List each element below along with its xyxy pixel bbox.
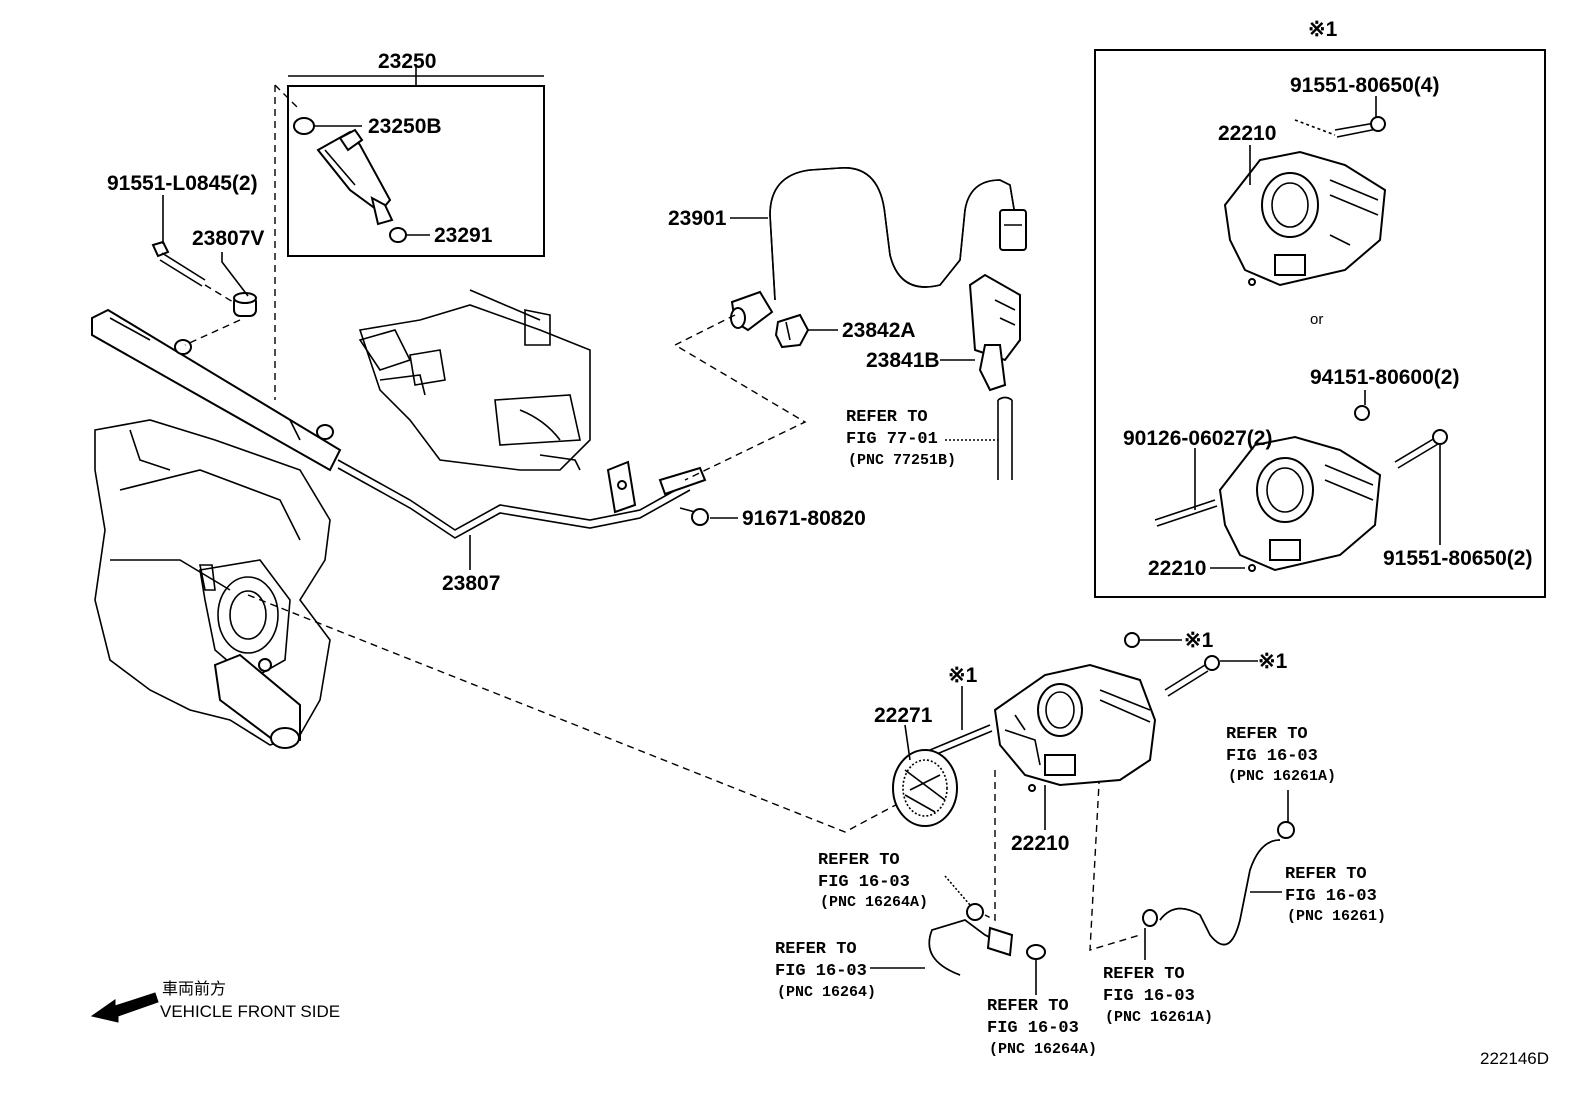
label-inset-lower-bolt[interactable]: 91551-80650(2) xyxy=(1383,547,1532,570)
svg-text:FIG 16-03: FIG 16-03 xyxy=(818,873,910,892)
svg-text:REFER TO: REFER TO xyxy=(1226,725,1308,744)
label-injector-group[interactable]: 23250 xyxy=(378,50,436,73)
label-23250B[interactable]: 23250B xyxy=(368,115,442,138)
svg-text:FIG 16-03: FIG 16-03 xyxy=(1285,887,1377,906)
label-pipe[interactable]: 23807 xyxy=(442,572,500,595)
inset-marker: ※1 xyxy=(1308,18,1338,41)
svg-text:(PNC 16264): (PNC 16264) xyxy=(777,984,876,1001)
svg-text:REFER TO: REFER TO xyxy=(818,851,900,870)
label-inset-stud[interactable]: 90126-06027(2) xyxy=(1123,427,1272,450)
hose-23901-drawing xyxy=(730,167,1027,332)
fuel-rail-drawing xyxy=(91,308,707,539)
front-direction-arrow xyxy=(90,992,159,1023)
direction-label-en: VEHICLE FRONT SIDE xyxy=(160,1002,340,1021)
throttle-inset-box xyxy=(1094,49,1546,598)
ref-16261[interactable]: REFER TO FIG 16-03 (PNC 16261) xyxy=(1285,865,1386,925)
ref-16261A-upper[interactable]: REFER TO FIG 16-03 (PNC 16261A) xyxy=(1226,725,1336,785)
svg-text:FIG 16-03: FIG 16-03 xyxy=(775,962,867,981)
svg-text:(PNC 16261A): (PNC 16261A) xyxy=(1228,768,1336,785)
svg-text:(PNC 16261): (PNC 16261) xyxy=(1287,908,1386,925)
marker-nut: ※1 xyxy=(1184,629,1214,652)
svg-text:FIG 16-03: FIG 16-03 xyxy=(987,1019,1079,1038)
diagram-code: 222146D xyxy=(1480,1049,1549,1068)
clip-23842A-drawing xyxy=(774,313,810,349)
label-bolt-pipe[interactable]: 91671-80820 xyxy=(742,507,866,530)
lower-hose-16261-drawing xyxy=(1142,821,1295,946)
marker-bolt: ※1 xyxy=(1258,650,1288,673)
marker-stud: ※1 xyxy=(948,664,978,687)
ref-16264A-upper[interactable]: REFER TO FIG 16-03 (PNC 16264A) xyxy=(818,851,928,911)
svg-text:(PNC 77251B): (PNC 77251B) xyxy=(848,452,956,469)
label-hose[interactable]: 23901 xyxy=(668,207,727,230)
bolt-91671-80820-drawing xyxy=(679,507,709,526)
svg-text:FIG 77-01: FIG 77-01 xyxy=(846,430,938,449)
label-inset-upper-body[interactable]: 22210 xyxy=(1218,122,1276,145)
label-bolt-rail[interactable]: 91551-L0845(2) xyxy=(107,172,258,195)
ref-16261A-lower[interactable]: REFER TO FIG 16-03 (PNC 16261A) xyxy=(1103,965,1213,1026)
ref-fig-77-01[interactable]: REFER TO FIG 77-01 (PNC 77251B) xyxy=(846,408,956,469)
label-gasket[interactable]: 22271 xyxy=(874,704,933,727)
gasket-22271-drawing xyxy=(892,749,958,827)
svg-text:(PNC 16264A): (PNC 16264A) xyxy=(820,894,928,911)
svg-text:REFER TO: REFER TO xyxy=(846,408,928,427)
svg-text:REFER TO: REFER TO xyxy=(1103,965,1185,984)
label-inset-nut[interactable]: 94151-80600(2) xyxy=(1310,366,1459,389)
svg-text:REFER TO: REFER TO xyxy=(987,997,1069,1016)
intake-manifold-drawing xyxy=(94,419,331,749)
ref-16264[interactable]: REFER TO FIG 16-03 (PNC 16264) xyxy=(775,940,876,1001)
svg-text:(PNC 16264A): (PNC 16264A) xyxy=(989,1041,1097,1058)
inset-or: or xyxy=(1310,311,1323,328)
spacer-23807V-drawing xyxy=(233,292,257,317)
label-throttle-body[interactable]: 22210 xyxy=(1011,832,1069,855)
bracket-23841B-drawing xyxy=(968,273,1021,392)
svg-text:REFER TO: REFER TO xyxy=(775,940,857,959)
ref-16264A-lower[interactable]: REFER TO FIG 16-03 (PNC 16264A) xyxy=(987,997,1097,1058)
svg-text:FIG 16-03: FIG 16-03 xyxy=(1103,987,1195,1006)
label-23291[interactable]: 23291 xyxy=(434,224,493,247)
svg-text:REFER TO: REFER TO xyxy=(1285,865,1367,884)
direction-label-jp: 車両前方 xyxy=(162,979,226,998)
injector-box xyxy=(287,66,545,257)
label-inset-lower-body[interactable]: 22210 xyxy=(1148,557,1206,580)
svg-text:(PNC 16261A): (PNC 16261A) xyxy=(1105,1009,1213,1026)
label-spacer[interactable]: 23807V xyxy=(192,227,264,250)
lower-hose-16264-drawing xyxy=(928,903,1046,976)
cylinder-head-drawing xyxy=(358,289,591,471)
label-clip[interactable]: 23842A xyxy=(842,319,916,342)
throttle-body-22210-drawing xyxy=(929,632,1220,792)
bolt-91551-L0845-drawing xyxy=(151,240,241,346)
svg-text:FIG 16-03: FIG 16-03 xyxy=(1226,747,1318,766)
label-inset-upper-bolt[interactable]: 91551-80650(4) xyxy=(1290,74,1439,97)
label-bracket[interactable]: 23841B xyxy=(866,349,940,372)
